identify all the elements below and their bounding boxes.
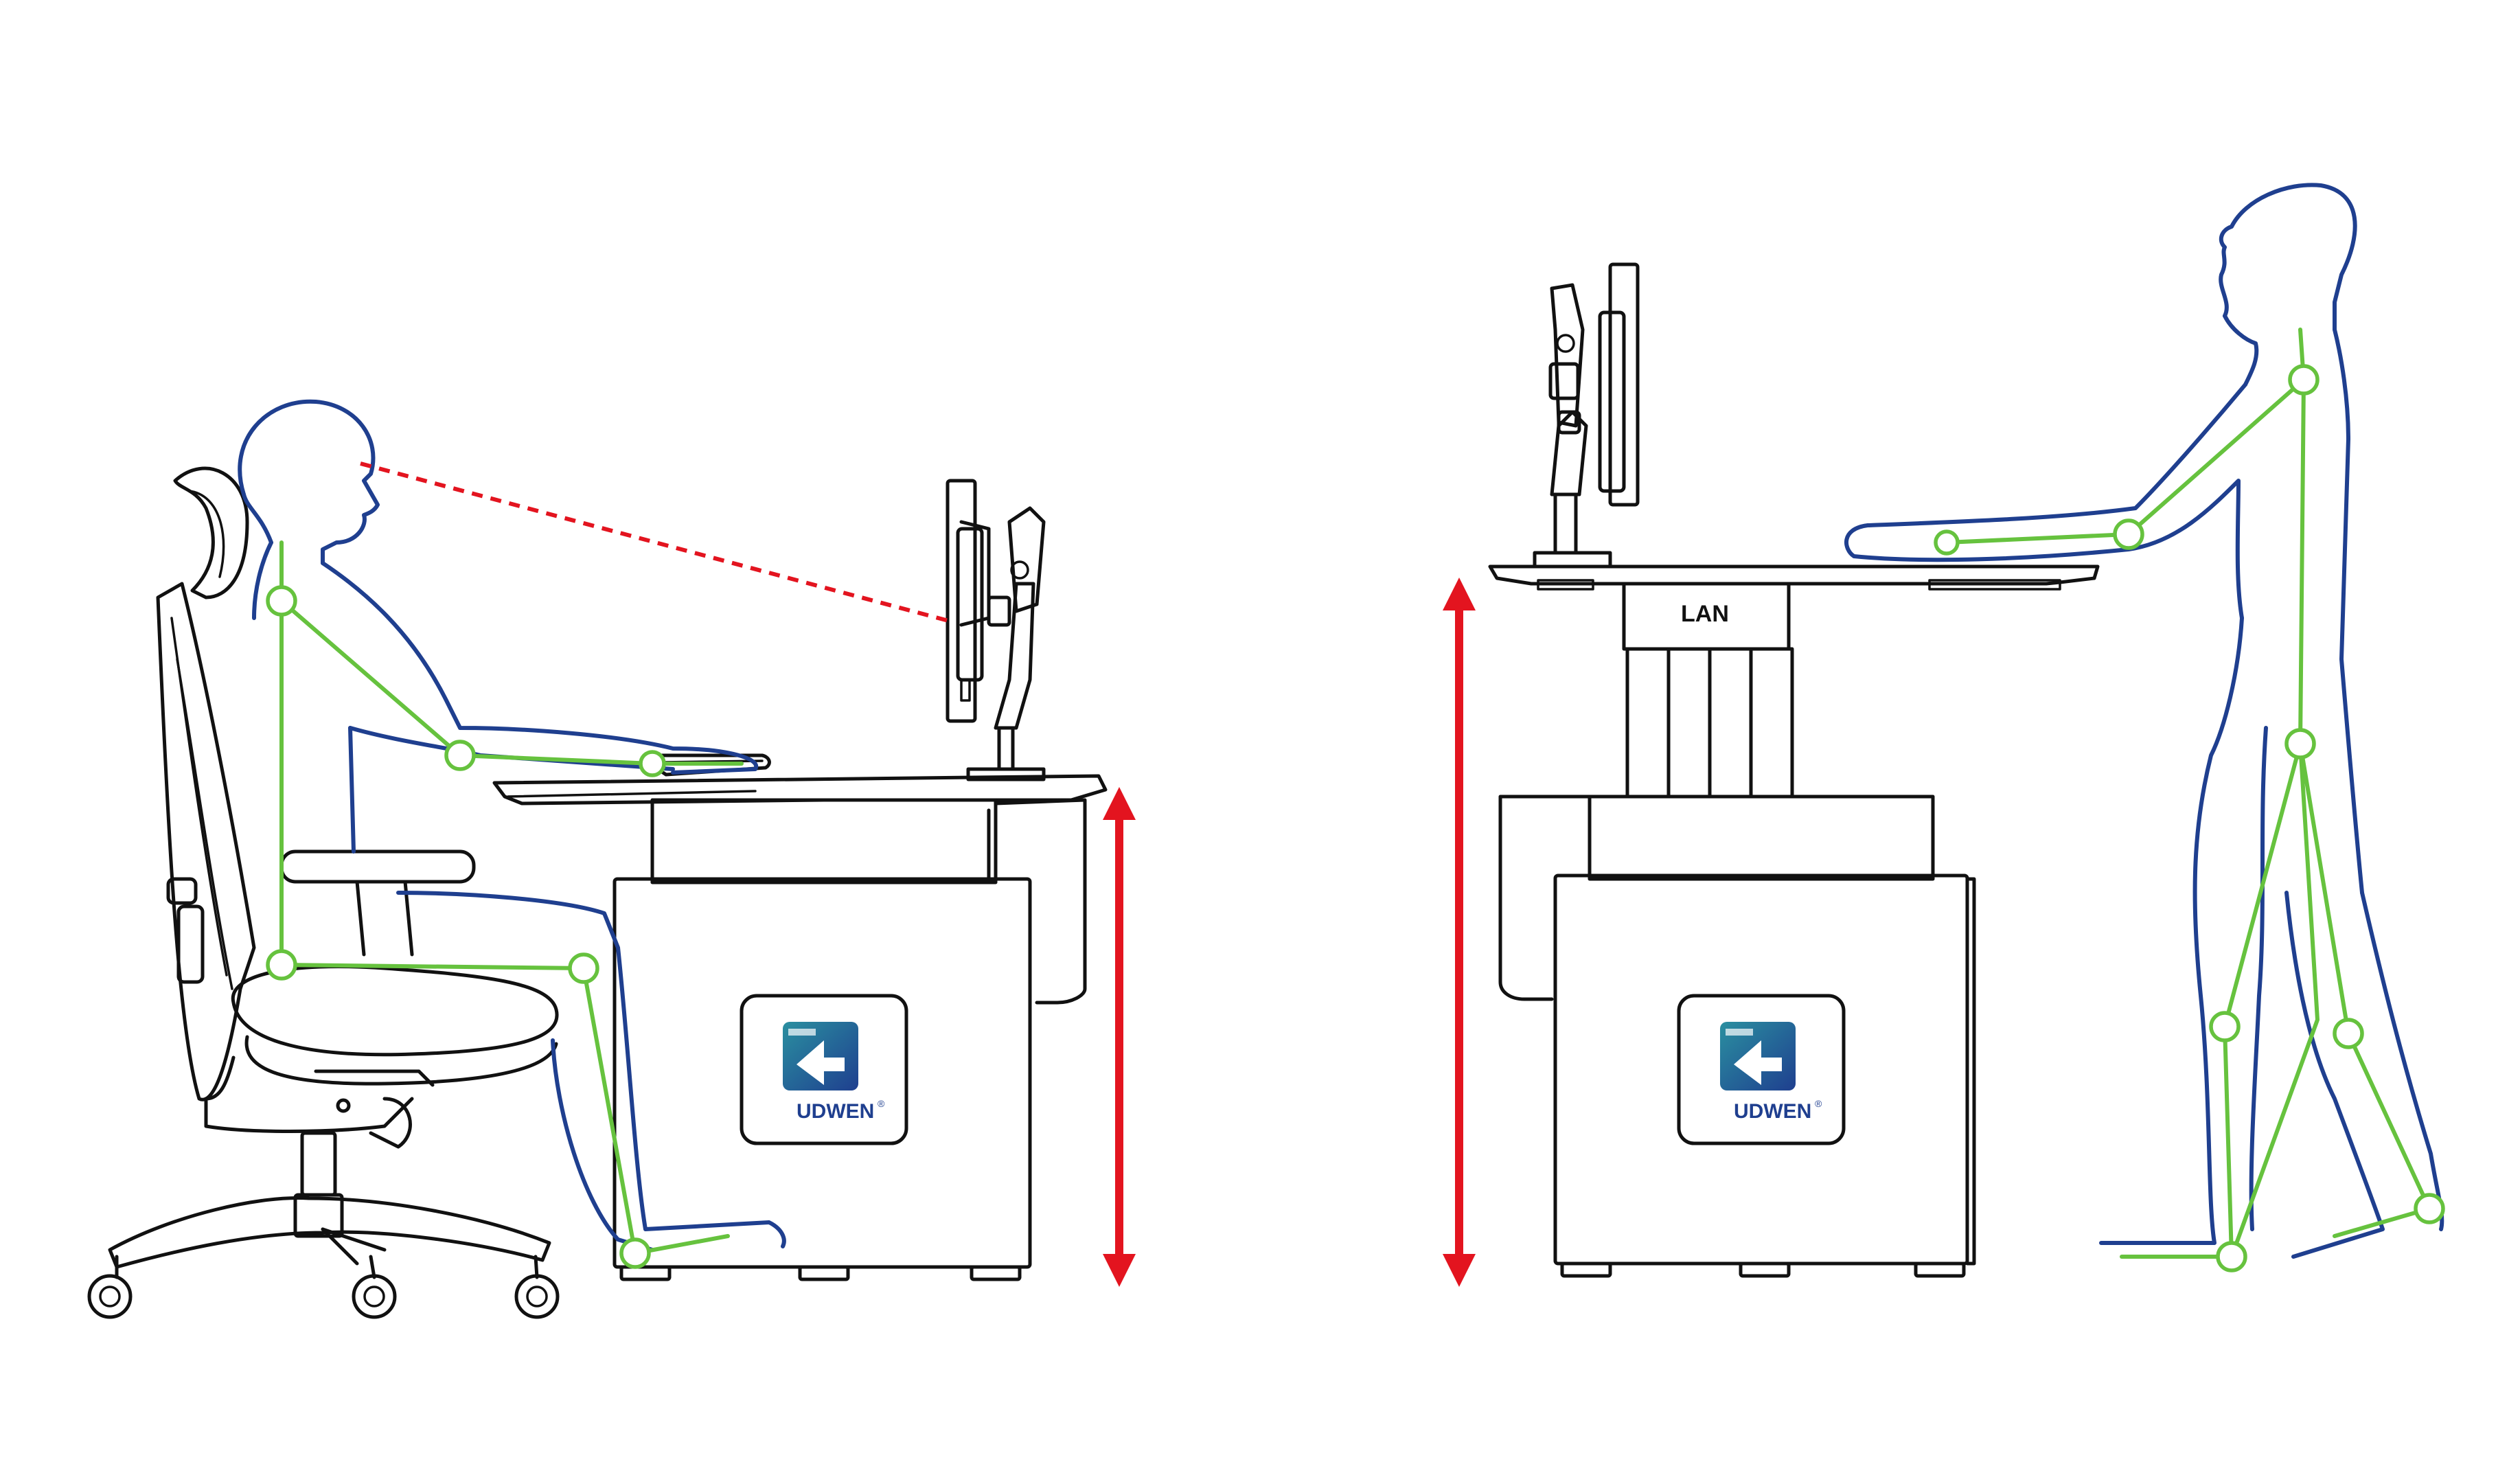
wrist-joint [639,750,666,777]
udwen-logo-icon: UDWEN ® [1677,994,1846,1145]
logo-text: UDWEN [797,1100,874,1123]
elbow-joint [444,740,476,771]
wrist-joint [1934,529,1960,556]
standing-scene: LAN UDWEN ® [1443,183,2445,1287]
shoulder-joint [2288,364,2319,396]
seated-skeleton [266,540,744,1269]
lan-port-label: LAN [1681,601,1729,627]
sightline [360,461,952,624]
logo-mark: ® [1815,1098,1822,1109]
chair-caster [87,1255,133,1319]
shoulder-joint [266,585,297,617]
ankle-joint [2216,1241,2247,1272]
seated-person-outline [238,399,786,1252]
logo-mark: ® [878,1098,885,1109]
seated-scene: UDWEN ® [87,399,1136,1319]
standing-desk: LAN UDWEN ® [1488,262,2100,1278]
ankle-joint [619,1237,651,1269]
elbow-joint [2113,518,2144,550]
standing-person-outline [1844,183,2444,1259]
hip-joint [266,949,297,981]
knee-joint [2209,1011,2241,1042]
hip-joint [2284,728,2316,759]
seated-desk: UDWEN ® [492,479,1108,1281]
knee-joint [568,952,599,984]
office-chair [87,466,560,1319]
udwen-logo-icon: UDWEN ® [740,994,908,1145]
logo-text: UDWEN [1734,1100,1811,1123]
chair-caster [352,1255,397,1319]
knee-joint [2333,1018,2364,1049]
standing-skeleton [1934,328,2445,1272]
ankle-joint [2414,1193,2445,1224]
chair-caster [514,1255,560,1319]
